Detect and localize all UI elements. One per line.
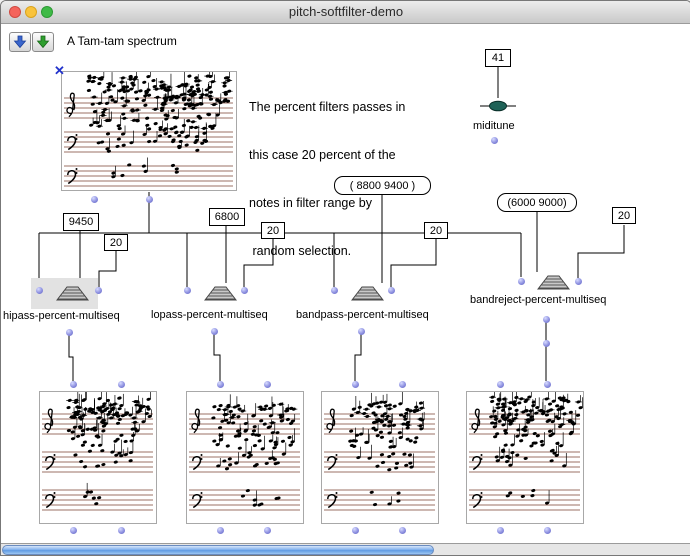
trapezoid-filter-icon [56,284,90,302]
connection-dot[interactable] [241,287,248,294]
miditune-slider[interactable] [480,98,516,114]
hipass-freq-box[interactable]: 9450 [63,213,99,231]
comment-line: random selection. [249,243,405,259]
bandreject-percent-box[interactable]: 20 [612,207,636,224]
hipass-module-icon[interactable] [56,284,90,302]
miditune-label: miditune [473,120,515,132]
connection-dot[interactable] [544,381,551,388]
connection-dot[interactable] [497,381,504,388]
bandreject-range-box[interactable]: (6000 9000) [497,193,577,212]
connection-dot[interactable] [352,527,359,534]
connection-dot[interactable] [543,340,550,347]
connection-dot[interactable] [331,287,338,294]
patch-heading: A Tam-tam spectrum [67,34,177,48]
connection-dot[interactable] [95,287,102,294]
connection-dot[interactable] [543,316,550,323]
score-notation [467,392,583,523]
connection-dot[interactable] [575,278,582,285]
connection-dot[interactable] [66,329,73,336]
lopass-module-icon[interactable] [204,284,238,302]
bandreject-module-label: bandreject-percent-multiseq [470,294,606,306]
score-notation [322,392,438,523]
bandpass-range-box[interactable]: ( 8800 9400 ) [334,176,431,195]
score-box-lopass-result[interactable] [186,391,304,524]
connection-dot[interactable] [497,527,504,534]
score-notation [40,392,156,523]
connection-dot[interactable] [544,527,551,534]
connection-dot[interactable] [399,381,406,388]
bandpass-percent-box[interactable]: 20 [424,222,448,239]
hipass-percent-box[interactable]: 20 [104,234,128,251]
horizontal-scrollbar-track[interactable] [1,543,690,555]
eval-button[interactable] [32,32,54,52]
lopass-module-label: lopass-percent-multiseq [151,309,268,321]
bandpass-module-label: bandpass-percent-multiseq [296,309,429,321]
connection-dot[interactable] [91,196,98,203]
connection-dot[interactable] [217,381,224,388]
score-notation [62,72,236,190]
score-box-bandpass-result[interactable] [321,391,439,524]
connection-dot[interactable] [118,527,125,534]
connection-dot[interactable] [184,287,191,294]
score-box-bandreject-result[interactable] [466,391,584,524]
bandpass-module-icon[interactable] [351,284,385,302]
connection-dot[interactable] [491,137,498,144]
load-button[interactable] [9,32,31,52]
connection-dot[interactable] [352,381,359,388]
bandreject-module-icon[interactable] [537,273,571,291]
score-notation [187,392,303,523]
connection-dot[interactable] [70,381,77,388]
connection-dot[interactable] [70,527,77,534]
hipass-module-label: hipass-percent-multiseq [3,310,120,322]
trapezoid-filter-icon [537,273,571,291]
connection-dot[interactable] [118,381,125,388]
comment-line: this case 20 percent of the [249,147,405,163]
trapezoid-filter-icon [204,284,238,302]
connection-dot[interactable] [518,278,525,285]
window-title: pitch-softfilter-demo [1,4,690,19]
comment-line: The percent filters passes in [249,99,405,115]
lopass-freq-box[interactable]: 6800 [209,208,245,226]
connection-dot[interactable] [211,328,218,335]
down-arrow-green-icon [36,35,50,49]
score-box-source[interactable] [61,71,237,191]
connection-dot[interactable] [146,196,153,203]
connection-dot[interactable] [36,287,43,294]
connection-dot[interactable] [399,527,406,534]
lopass-percent-box[interactable]: 20 [261,222,285,239]
connection-dot[interactable] [358,328,365,335]
selection-x-mark[interactable]: ✕ [54,63,65,79]
title-bar: pitch-softfilter-demo [1,1,690,24]
comment-line: notes in filter range by [249,195,405,211]
connection-dot[interactable] [388,287,395,294]
score-box-hipass-result[interactable] [39,391,157,524]
trapezoid-filter-icon [351,284,385,302]
slider-knob-icon [480,98,516,114]
down-arrow-blue-icon [13,35,27,49]
connection-dot[interactable] [264,381,271,388]
connection-dot[interactable] [217,527,224,534]
connection-dot[interactable] [264,527,271,534]
miditune-value-box[interactable]: 41 [485,49,511,67]
